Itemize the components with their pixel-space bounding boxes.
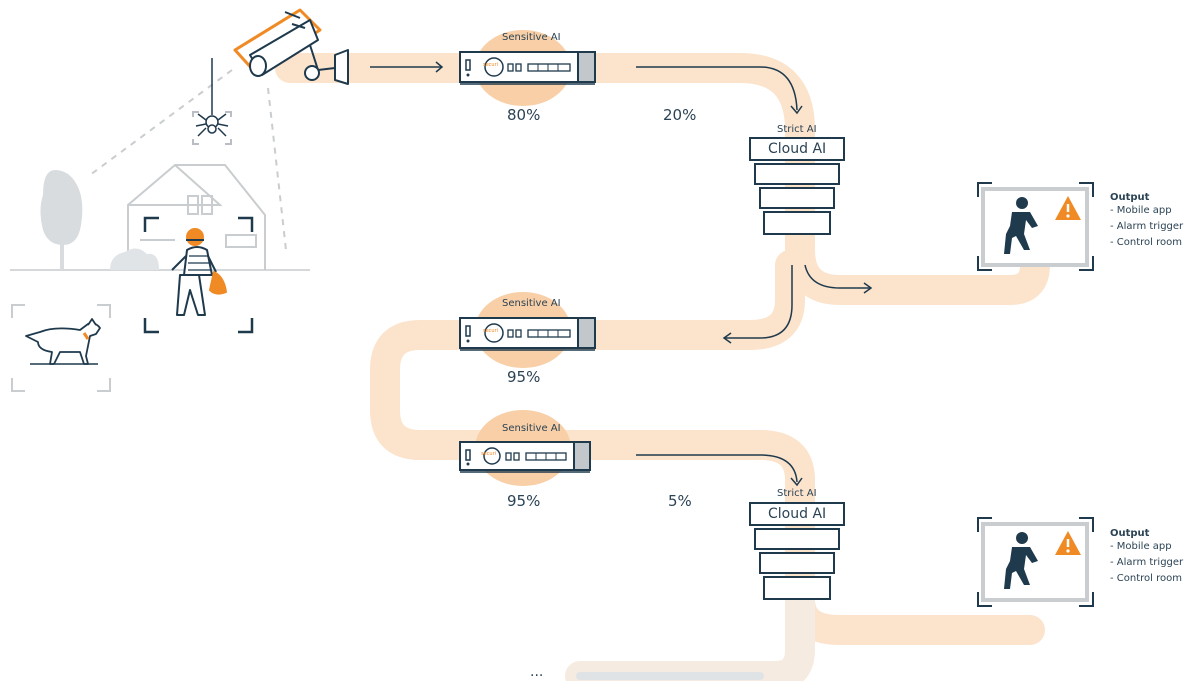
dog-frame	[11, 304, 111, 392]
flow-arrows	[370, 61, 873, 487]
output-item: - Alarm trigger	[1110, 221, 1184, 232]
stage1-strict-label: Strict AI	[777, 124, 817, 135]
edge-device-icon	[459, 317, 596, 351]
stage3-cloud-label: Cloud AI	[768, 506, 827, 522]
arrow-edge-to-cloud-1	[636, 66, 798, 111]
arrow-edge-to-cloud-3	[636, 454, 798, 483]
stage2-edge-label: Sensitive AI	[502, 298, 561, 309]
stage3-edge-percent: 95%	[507, 492, 541, 510]
camera-view-lines	[89, 69, 287, 251]
burglar-icon	[171, 228, 227, 316]
output-panel-2: Output - Mobile app - Alarm trigger - Co…	[1110, 528, 1183, 587]
arrow-cloud-to-edge-2	[725, 265, 793, 339]
spider-frame	[192, 111, 232, 145]
alert-screen-icon	[977, 182, 1094, 271]
device-brand: securi	[481, 451, 497, 457]
arrow-cloud-to-output-1	[804, 264, 870, 289]
output-panel-1: Output - Mobile app - Alarm trigger - Co…	[1110, 192, 1183, 251]
stage1-edge-percent: 80%	[507, 106, 541, 124]
output-item: - Alarm trigger	[1110, 557, 1184, 568]
spider-icon	[195, 58, 229, 137]
stage3-strict-label: Strict AI	[777, 488, 817, 499]
stage2-edge-percent: 95%	[507, 368, 541, 386]
burglar-frame	[143, 216, 254, 334]
alert-screen-icon	[977, 517, 1094, 607]
edge-device-icon	[459, 441, 591, 473]
stage3-cloud-percent: 5%	[668, 492, 692, 510]
device-brand: securi	[483, 328, 499, 334]
tree-icon	[40, 170, 83, 270]
output-item: - Mobile app	[1110, 541, 1172, 552]
dog-icon	[25, 318, 101, 365]
output-item: - Mobile app	[1110, 205, 1172, 216]
cloud-ai-funnel-icon	[749, 502, 845, 600]
edge-device-icon	[459, 51, 596, 85]
stage1-cloud-label: Cloud AI	[768, 141, 827, 157]
stage3-edge-label: Sensitive AI	[502, 423, 561, 434]
cloud-ai-funnel-icon	[749, 137, 845, 235]
edge-blobs	[475, 30, 571, 486]
house-icon	[127, 164, 266, 270]
continuation-ellipsis: ...	[530, 664, 544, 680]
device-brand: securi	[483, 62, 499, 68]
output-item: - Control room	[1110, 573, 1182, 584]
stage1-edge-label: Sensitive AI	[502, 32, 561, 43]
stage1-cloud-percent: 20%	[663, 106, 697, 124]
output-item: - Control room	[1110, 237, 1182, 248]
output-title: Output	[1110, 528, 1150, 539]
flow-band	[275, 53, 1050, 681]
camera-icon	[233, 8, 349, 85]
output-title: Output	[1110, 192, 1150, 203]
